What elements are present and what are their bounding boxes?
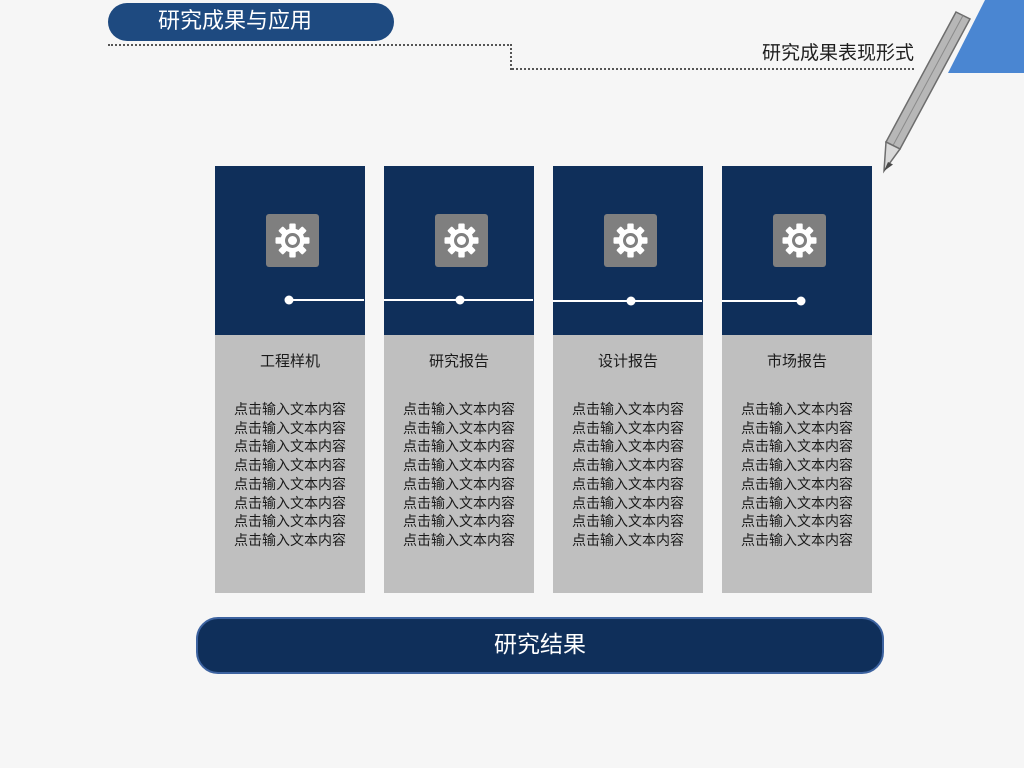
card-text-line: 点击输入文本内容 [572, 420, 684, 437]
card-text: 点击输入文本内容点击输入文本内容点击输入文本内容点击输入文本内容点击输入文本内容… [384, 401, 534, 551]
card-text-line: 点击输入文本内容 [572, 476, 684, 493]
card-header [215, 166, 365, 335]
card-text-line: 点击输入文本内容 [234, 402, 346, 418]
card-text-line: 点击输入文本内容 [234, 532, 346, 549]
result-card: 研究报告 点击输入文本内容点击输入文本内容点击输入文本内容点击输入文本内容点击输… [384, 166, 534, 593]
card-text: 点击输入文本内容点击输入文本内容点击输入文本内容点击输入文本内容点击输入文本内容… [722, 401, 872, 551]
card-text-line: 点击输入文本内容 [741, 458, 853, 475]
card-text-line: 点击输入文本内容 [403, 514, 515, 531]
card-text-line: 点击输入文本内容 [234, 439, 346, 456]
header-divider-right [512, 68, 914, 70]
corner-triangle [948, 0, 1024, 73]
gear-icon [604, 214, 657, 267]
result-banner: 研究结果 [196, 617, 884, 674]
card-text-line: 点击输入文本内容 [572, 514, 684, 531]
card-text-line: 点击输入文本内容 [741, 420, 853, 437]
card-title: 工程样机 [259, 352, 320, 370]
card-text-line: 点击输入文本内容 [572, 495, 684, 512]
card-body-bg [215, 335, 365, 593]
card-text-line: 点击输入文本内容 [572, 439, 684, 456]
card-header [553, 166, 703, 335]
header-divider-left [108, 44, 512, 46]
card-body-bg [384, 335, 534, 593]
pencil-icon [883, 11, 972, 174]
card-text-line: 点击输入文本内容 [403, 532, 515, 549]
card-body-bg [553, 335, 703, 593]
card-text-line: 点击输入文本内容 [403, 458, 515, 475]
card-text-line: 点击输入文本内容 [234, 458, 346, 475]
card-title: 设计报告 [597, 352, 658, 370]
card-text-line: 点击输入文本内容 [741, 439, 853, 456]
card-text-line: 点击输入文本内容 [403, 495, 515, 512]
card-header [722, 166, 872, 335]
card-text-line: 点击输入文本内容 [234, 420, 346, 437]
card-text-line: 点击输入文本内容 [741, 514, 853, 531]
gear-icon [435, 214, 488, 267]
gear-icon [266, 214, 319, 267]
card-title: 市场报告 [766, 352, 827, 370]
section-title: 研究成果与应用 [108, 3, 394, 41]
card-text-line: 点击输入文本内容 [572, 402, 684, 418]
result-card: 市场报告 点击输入文本内容点击输入文本内容点击输入文本内容点击输入文本内容点击输… [722, 166, 872, 593]
subtitle: 研究成果表现形式 [761, 42, 914, 64]
card-text-line: 点击输入文本内容 [234, 514, 346, 531]
card-text-line: 点击输入文本内容 [403, 402, 515, 418]
card-text-line: 点击输入文本内容 [234, 495, 346, 512]
card-body-bg [722, 335, 872, 593]
card-text-line: 点击输入文本内容 [572, 532, 684, 549]
header-divider-step [510, 44, 512, 70]
card-text-line: 点击输入文本内容 [741, 532, 853, 549]
card-text-line: 点击输入文本内容 [403, 476, 515, 493]
result-card: 设计报告 点击输入文本内容点击输入文本内容点击输入文本内容点击输入文本内容点击输… [553, 166, 703, 593]
card-title: 研究报告 [428, 352, 489, 370]
gear-icon [773, 214, 826, 267]
card-text-line: 点击输入文本内容 [403, 439, 515, 456]
card-header [384, 166, 534, 335]
card-text-line: 点击输入文本内容 [741, 402, 853, 418]
card-text-line: 点击输入文本内容 [234, 476, 346, 493]
card-text: 点击输入文本内容点击输入文本内容点击输入文本内容点击输入文本内容点击输入文本内容… [215, 401, 365, 551]
card-text-line: 点击输入文本内容 [741, 476, 853, 493]
card-text: 点击输入文本内容点击输入文本内容点击输入文本内容点击输入文本内容点击输入文本内容… [553, 401, 703, 551]
card-text-line: 点击输入文本内容 [572, 458, 684, 475]
card-text-line: 点击输入文本内容 [403, 420, 515, 437]
card-text-line: 点击输入文本内容 [741, 495, 853, 512]
corner-decoration [883, 0, 1024, 174]
result-card: 工程样机 点击输入文本内容点击输入文本内容点击输入文本内容点击输入文本内容点击输… [215, 166, 365, 593]
